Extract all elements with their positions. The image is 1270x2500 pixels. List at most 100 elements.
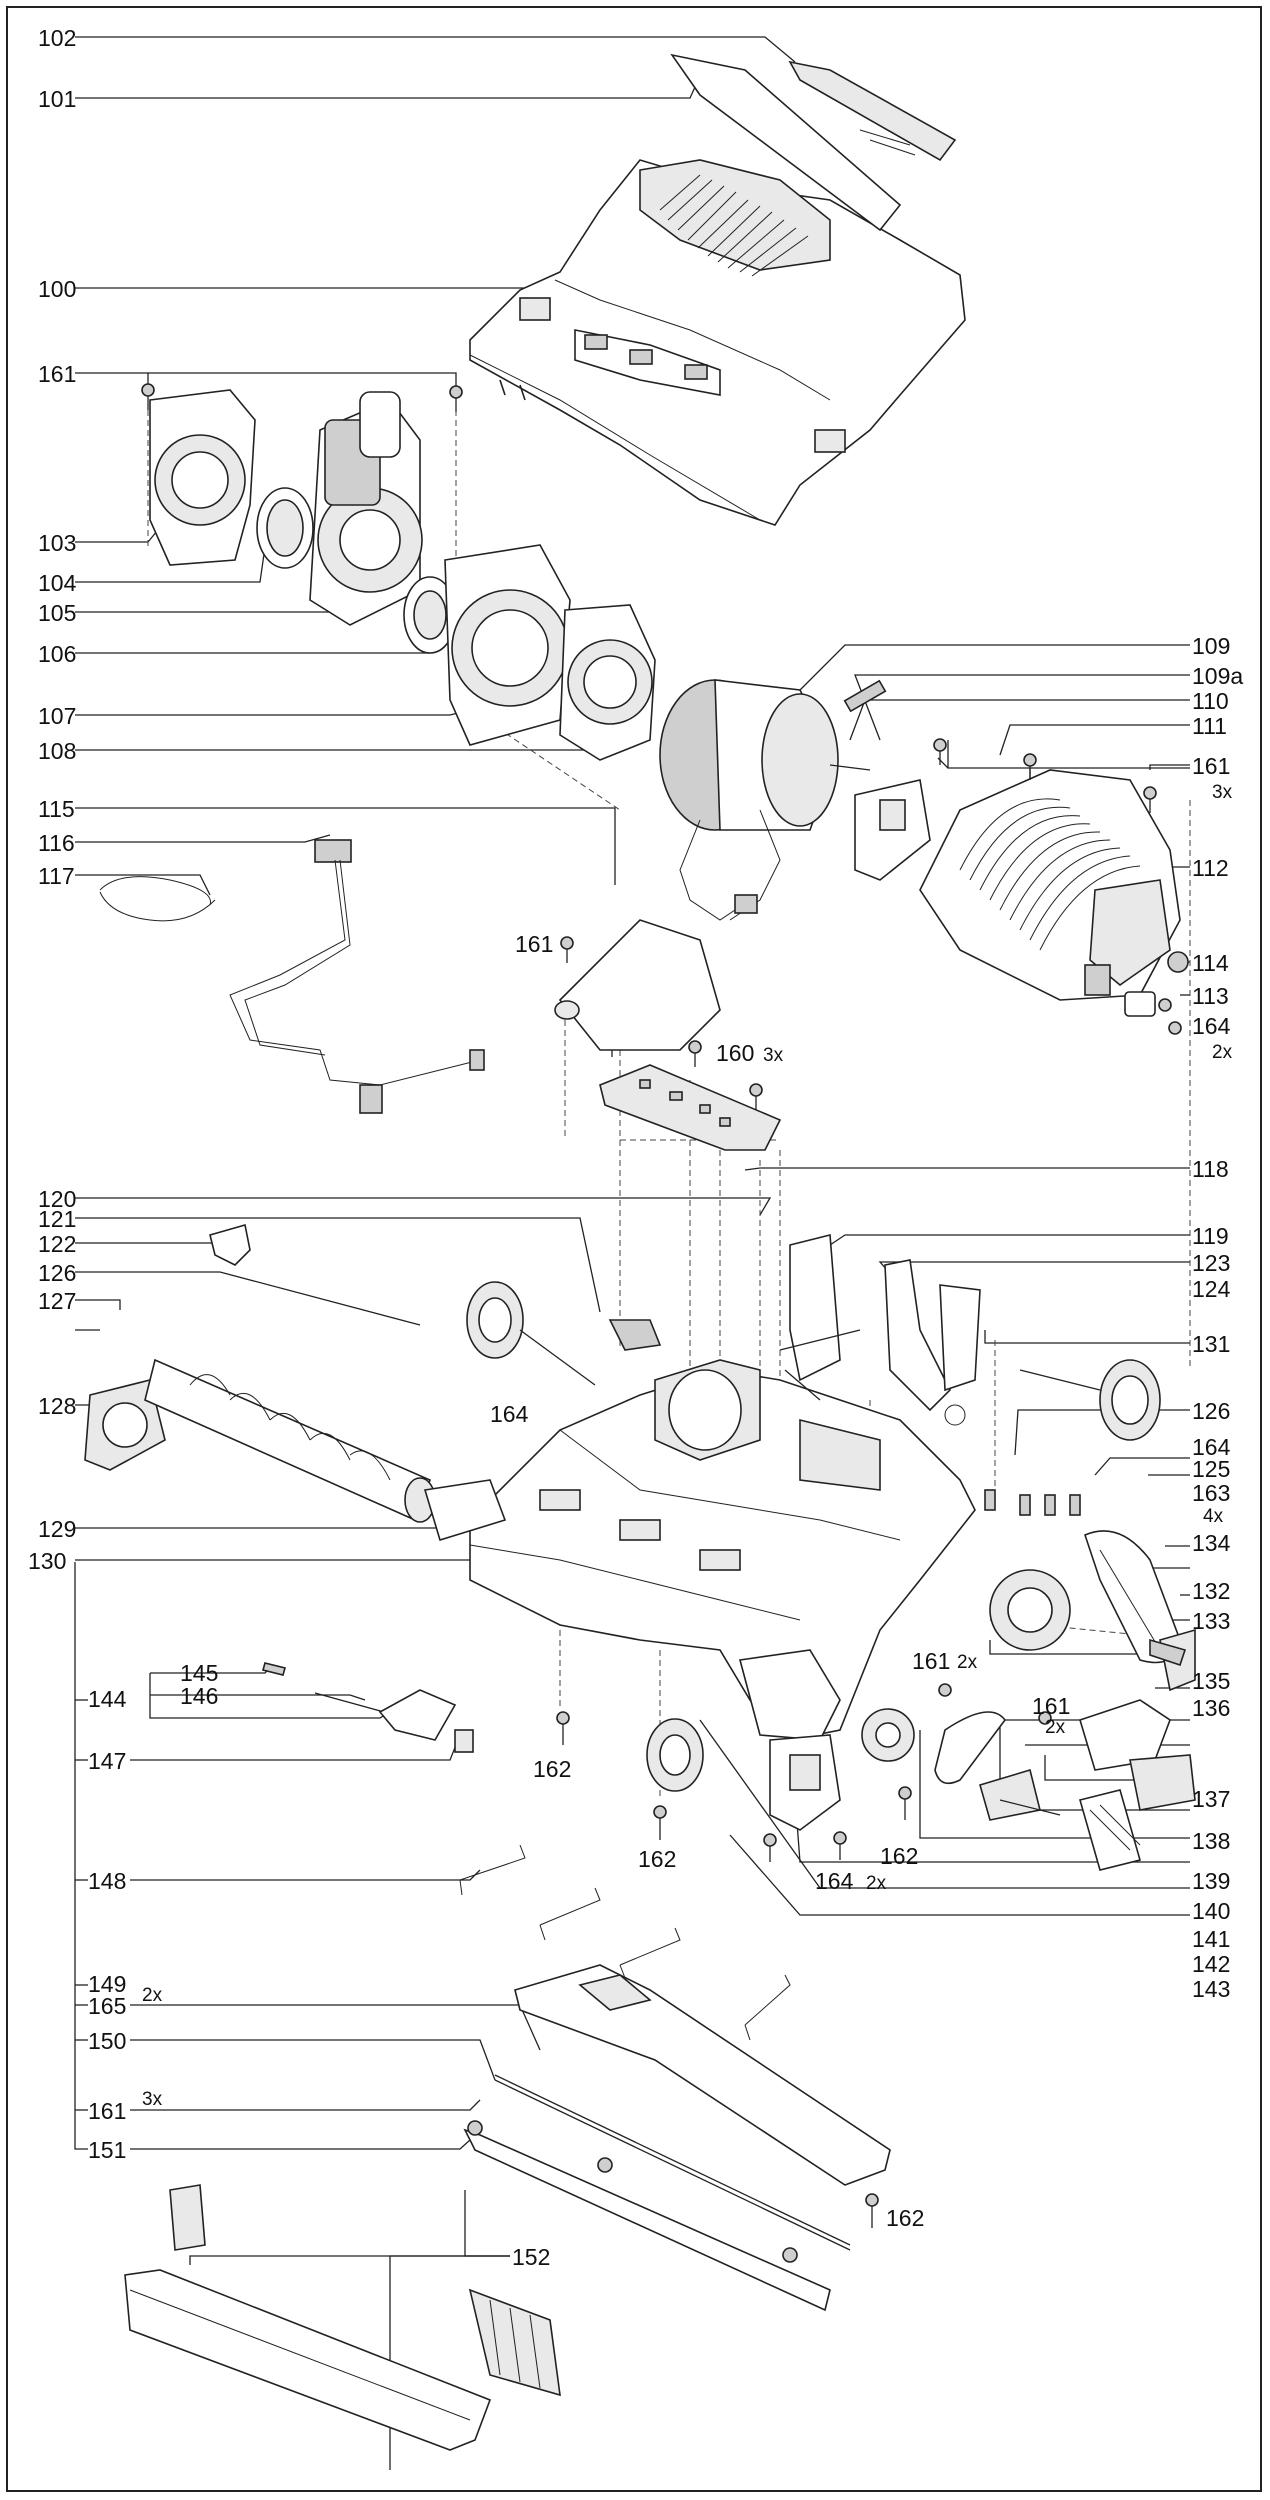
label-134: 134 bbox=[1192, 1530, 1231, 1556]
wiring-harness bbox=[99, 839, 485, 1114]
label-162-a: 162 bbox=[533, 1756, 572, 1782]
label-164-rear: 164 bbox=[1192, 1013, 1231, 1039]
label-160: 160 bbox=[716, 1040, 755, 1066]
rear-valve bbox=[769, 1734, 841, 1831]
wheels bbox=[466, 1281, 1161, 1792]
mult-164-rear: 2x bbox=[1212, 1042, 1233, 1063]
label-149: 149 bbox=[88, 1971, 127, 1997]
motor bbox=[659, 679, 887, 921]
cable-bracket bbox=[554, 919, 721, 1051]
label-162-b: 162 bbox=[638, 1846, 677, 1872]
label-135: 135 bbox=[1192, 1668, 1231, 1694]
label-111: 111 bbox=[1192, 713, 1227, 739]
label-104: 104 bbox=[38, 570, 77, 596]
label-161-belt: 161 bbox=[1032, 1693, 1071, 1719]
label-151: 151 bbox=[88, 2137, 127, 2163]
pedal-levers bbox=[209, 1223, 981, 1426]
label-164-wheel: 164 bbox=[490, 1401, 529, 1427]
label-121: 121 bbox=[38, 1206, 77, 1232]
label-127: 127 bbox=[38, 1288, 77, 1314]
label-133: 133 bbox=[1192, 1608, 1231, 1634]
label-143: 143 bbox=[1192, 1976, 1231, 2002]
lid-flap bbox=[670, 53, 957, 232]
label-120: 120 bbox=[38, 1186, 77, 1212]
label-108: 108 bbox=[38, 738, 77, 764]
mult-164-valve: 2x bbox=[866, 1873, 887, 1894]
label-161-top-left: 161 bbox=[38, 361, 77, 387]
label-142: 142 bbox=[1192, 1951, 1231, 1977]
label-124: 124 bbox=[1192, 1276, 1231, 1302]
label-132: 132 bbox=[1192, 1578, 1231, 1604]
label-102: 102 bbox=[38, 25, 77, 51]
label-116: 116 bbox=[38, 830, 75, 856]
rear-housing bbox=[919, 769, 1189, 1017]
label-138: 138 bbox=[1192, 1828, 1231, 1854]
label-137: 137 bbox=[1192, 1786, 1231, 1812]
label-107: 107 bbox=[38, 703, 77, 729]
label-123: 123 bbox=[1192, 1250, 1231, 1276]
circuit-board bbox=[599, 1064, 782, 1151]
mult-161-plate: 3x bbox=[142, 2089, 163, 2110]
label-161-gear: 161 bbox=[912, 1648, 951, 1674]
label-100: 100 bbox=[38, 276, 77, 302]
label-139: 139 bbox=[1192, 1868, 1231, 1894]
label-140: 140 bbox=[1192, 1898, 1231, 1924]
label-117: 117 bbox=[38, 863, 75, 889]
label-161-plate: 161 bbox=[88, 2098, 127, 2124]
label-164-valve: 164 bbox=[815, 1868, 854, 1894]
label-147: 147 bbox=[88, 1748, 127, 1774]
label-152: 152 bbox=[512, 2244, 551, 2270]
label-101: 101 bbox=[38, 86, 77, 112]
mult-165: 2x bbox=[142, 1985, 163, 2006]
mult-134: 4x bbox=[1203, 1506, 1224, 1527]
label-106: 106 bbox=[38, 641, 77, 667]
label-165: 165 bbox=[88, 1993, 127, 2019]
label-136: 136 bbox=[1192, 1695, 1231, 1721]
label-144: 144 bbox=[88, 1686, 127, 1712]
mult-161-rear: 3x bbox=[1212, 782, 1233, 803]
label-103: 103 bbox=[38, 530, 77, 556]
label-164-right: 164 bbox=[1192, 1434, 1231, 1460]
label-114: 114 bbox=[1192, 950, 1229, 976]
label-112: 112 bbox=[1192, 855, 1229, 881]
small-parts bbox=[262, 1662, 474, 1753]
label-115: 115 bbox=[38, 796, 75, 822]
mult-161-gear: 2x bbox=[957, 1652, 978, 1673]
label-119: 119 bbox=[1192, 1223, 1229, 1249]
label-126-left: 126 bbox=[38, 1260, 77, 1286]
label-110: 110 bbox=[1192, 688, 1229, 714]
bumper bbox=[124, 2184, 561, 2451]
label-146: 146 bbox=[180, 1683, 219, 1709]
label-125: 125 bbox=[1192, 1456, 1231, 1482]
main-base bbox=[469, 1359, 976, 1741]
diagram-frame bbox=[6, 6, 1262, 2492]
motor-mount bbox=[854, 779, 931, 881]
label-150: 150 bbox=[88, 2028, 127, 2054]
label-129: 129 bbox=[38, 1516, 77, 1542]
label-130: 130 bbox=[28, 1548, 67, 1574]
label-109: 109 bbox=[1192, 633, 1231, 659]
label-113: 113 bbox=[1192, 983, 1229, 1009]
mult-160: 3x bbox=[763, 1045, 784, 1066]
drive-belt-assembly bbox=[861, 1489, 1196, 1871]
label-141: 141 bbox=[1192, 1926, 1231, 1952]
label-161-rear: 161 bbox=[1192, 753, 1231, 779]
label-162-c: 162 bbox=[880, 1843, 919, 1869]
mult-161-belt: 2x bbox=[1045, 1717, 1066, 1738]
label-145: 145 bbox=[180, 1660, 219, 1686]
lower-screws bbox=[556, 1683, 1052, 2228]
label-128: 128 bbox=[38, 1393, 77, 1419]
label-163: 163 bbox=[1192, 1480, 1231, 1506]
label-105: 105 bbox=[38, 600, 77, 626]
label-118: 118 bbox=[1192, 1156, 1229, 1182]
top-cover bbox=[469, 159, 966, 526]
brush-roll bbox=[84, 1358, 507, 1542]
label-162-d: 162 bbox=[886, 2205, 925, 2231]
motor-housing-left bbox=[149, 389, 656, 761]
label-131: 131 bbox=[1192, 1331, 1231, 1357]
label-126-right: 126 bbox=[1192, 1398, 1231, 1424]
label-122: 122 bbox=[38, 1231, 77, 1257]
label-148: 148 bbox=[88, 1868, 127, 1894]
springs bbox=[459, 1844, 791, 2041]
